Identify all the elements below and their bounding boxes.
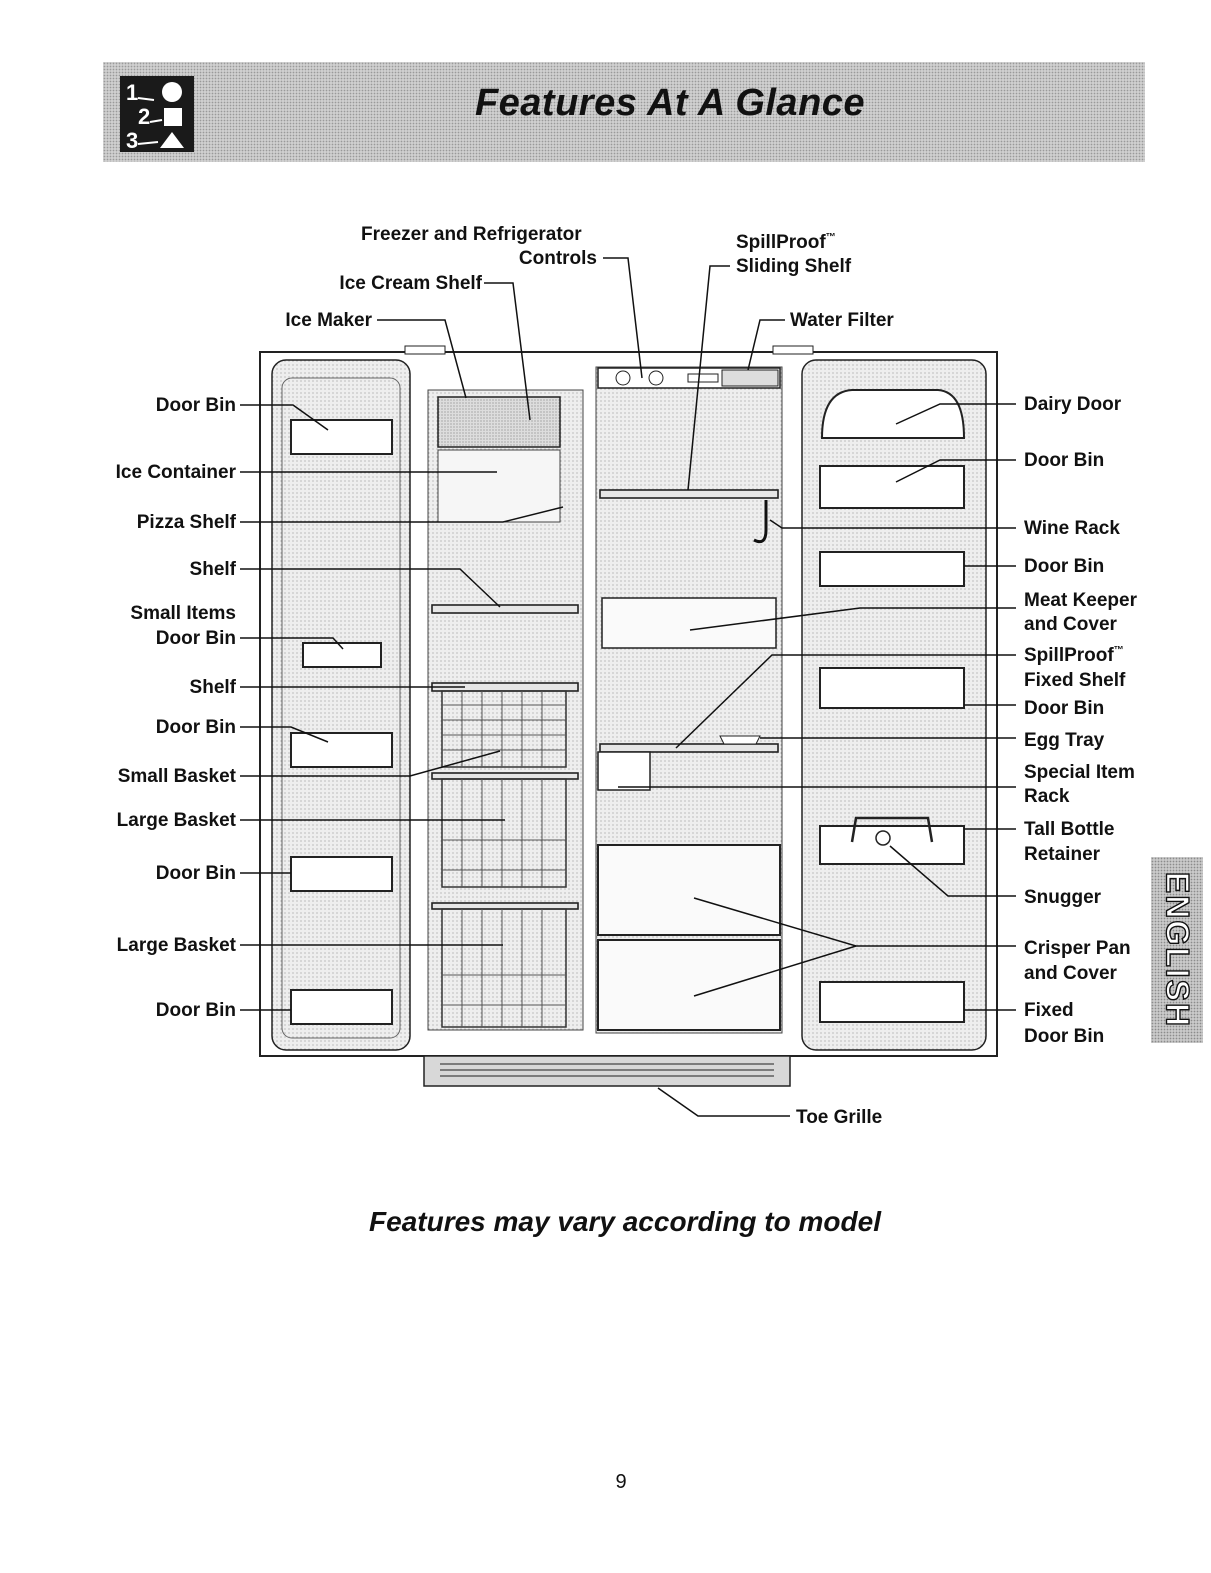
label-ice-maker: Ice Maker: [285, 310, 372, 331]
label-ice-cream-shelf: Ice Cream Shelf: [339, 273, 482, 294]
label-door-bin-r3: Door Bin: [1024, 698, 1104, 719]
header-band: [103, 62, 1145, 162]
label-ice-container: Ice Container: [116, 462, 237, 483]
svg-text:1: 1: [126, 80, 138, 105]
label-spillproof-sliding-2: Sliding Shelf: [736, 256, 852, 277]
top-labels: Freezer and Refrigerator Controls Ice Cr…: [285, 224, 894, 331]
label-door-bin-2: Door Bin: [156, 628, 236, 649]
page-title: Features At A Glance: [474, 82, 866, 124]
right-labels: Dairy Door Door Bin Wine Rack Door Bin M…: [1024, 394, 1138, 1047]
label-small-basket: Small Basket: [118, 766, 237, 787]
language-tab: ENGLISH: [1151, 857, 1203, 1043]
label-toe-grille: Toe Grille: [796, 1107, 882, 1128]
svg-text:3: 3: [126, 128, 138, 152]
label-tall-bottle-retainer-1: Tall Bottle: [1024, 819, 1114, 840]
label-small-items: Small Items: [130, 603, 236, 624]
label-large-basket-2: Large Basket: [117, 935, 237, 956]
label-controls-2: Controls: [519, 248, 597, 269]
label-spillproof-fixed-1: SpillProof™: [1024, 645, 1124, 666]
label-door-bin-1: Door Bin: [156, 395, 236, 416]
label-door-bin-r1: Door Bin: [1024, 450, 1104, 471]
label-dairy-door: Dairy Door: [1024, 394, 1122, 415]
label-shelf-1: Shelf: [190, 559, 237, 580]
label-special-item-rack-2: Rack: [1024, 786, 1070, 807]
label-tall-bottle-retainer-2: Retainer: [1024, 844, 1101, 865]
label-spillproof-fixed-2: Fixed Shelf: [1024, 670, 1126, 691]
left-labels: Door Bin Ice Container Pizza Shelf Shelf…: [116, 395, 237, 1021]
label-crisper-pan-2: and Cover: [1024, 963, 1118, 984]
svg-text:2: 2: [138, 104, 150, 129]
label-door-bin-r2: Door Bin: [1024, 556, 1104, 577]
label-fixed-door-bin-1: Fixed: [1024, 1000, 1074, 1021]
numbered-steps-icon: 1 2 3: [120, 76, 194, 152]
label-fixed-door-bin-2: Door Bin: [1024, 1026, 1104, 1047]
label-large-basket-1: Large Basket: [117, 810, 237, 831]
label-meat-keeper-2: and Cover: [1024, 614, 1118, 635]
leader-lines: [240, 257, 1016, 1117]
label-controls-1: Freezer and Refrigerator: [361, 224, 582, 245]
footnote: Features may vary according to model: [369, 1206, 881, 1237]
label-wine-rack: Wine Rack: [1024, 518, 1120, 539]
label-spillproof-sliding-1: SpillProof™: [736, 232, 836, 253]
label-door-bin-5: Door Bin: [156, 1000, 236, 1021]
label-door-bin-3: Door Bin: [156, 717, 236, 738]
page-number: 9: [615, 1471, 627, 1493]
label-water-filter: Water Filter: [790, 310, 894, 331]
label-egg-tray: Egg Tray: [1024, 730, 1105, 751]
refrigerator-illustration: [259, 345, 998, 1087]
language-tab-label: ENGLISH: [1159, 871, 1196, 1029]
label-shelf-2: Shelf: [190, 677, 237, 698]
label-pizza-shelf: Pizza Shelf: [137, 512, 237, 533]
label-special-item-rack-1: Special Item: [1024, 762, 1135, 783]
label-crisper-pan-1: Crisper Pan: [1024, 938, 1131, 959]
label-meat-keeper-1: Meat Keeper: [1024, 590, 1138, 611]
label-snugger: Snugger: [1024, 887, 1102, 908]
label-door-bin-4: Door Bin: [156, 863, 236, 884]
